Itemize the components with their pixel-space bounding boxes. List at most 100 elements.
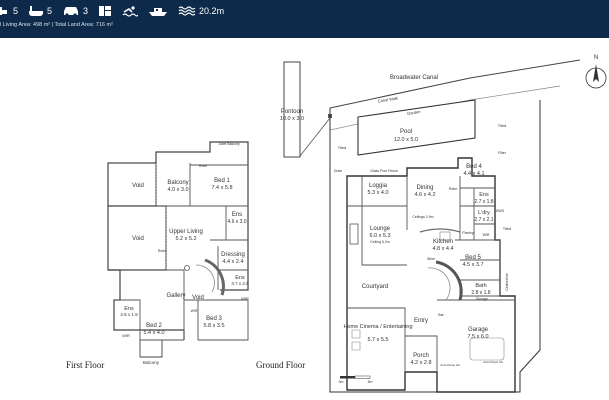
room-bed2: Bed 2 bbox=[146, 323, 162, 329]
cars-feature: 3 bbox=[62, 5, 88, 17]
room-bed5: Bed 5 bbox=[465, 255, 481, 261]
house-icon bbox=[99, 6, 112, 16]
room-pontoon-dim: 10.0 x 3.0 bbox=[280, 116, 304, 122]
room-dining: Dining bbox=[416, 185, 433, 191]
room-laundry-dim: 2.7 x 2.1 bbox=[474, 217, 493, 223]
room-entry: Entry bbox=[414, 318, 428, 324]
room-kitchen-dim: 4.8 x 4.4 bbox=[432, 246, 453, 252]
label-canal-walk: Canal Walk bbox=[377, 95, 398, 103]
label-tiled-c: Tiled bbox=[503, 226, 512, 231]
room-upper-living: Upper Living bbox=[169, 229, 203, 235]
label-pool-fence: Glass Pool Fence bbox=[370, 169, 398, 173]
label-hws: HWS bbox=[496, 209, 505, 213]
room-lounge-dim: 6.0 x 5.3 bbox=[369, 233, 390, 239]
room-ens1-dim: 4.6 x 3.0 bbox=[227, 219, 246, 225]
bath-icon bbox=[29, 6, 44, 16]
room-lounge: Lounge bbox=[370, 226, 391, 232]
label-ceilings: Ceilings 2.9m bbox=[412, 215, 433, 219]
room-balcony-rear: Balcony bbox=[143, 360, 160, 365]
ground-floor-caption: Ground Floor bbox=[256, 360, 306, 370]
label-tiled-a: Tiled bbox=[498, 123, 507, 128]
north-label: N bbox=[594, 55, 598, 61]
label-clothesline: Clothesline bbox=[505, 273, 509, 290]
ground-floor-plan: N Pontoon 10.0 x 3.0 Pool 12.0 x 5.0 Log… bbox=[280, 55, 607, 393]
room-upper-living-dim: 5.2 x 5.2 bbox=[175, 236, 196, 242]
rear-balcony bbox=[139, 340, 163, 358]
bed-icon bbox=[0, 7, 7, 15]
room-bath-dim: 2.8 x 1.8 bbox=[471, 290, 490, 296]
label-auto-panel-lift: Auto Panel Lift bbox=[483, 360, 503, 364]
label-wir3: WIR bbox=[191, 309, 198, 313]
room-bed3: Bed 3 bbox=[206, 316, 222, 322]
room-cinema: Home Cinema / Entertaining bbox=[343, 324, 412, 330]
room-ens3: Ens bbox=[124, 306, 134, 312]
scale-bar bbox=[340, 375, 371, 379]
boat-icon bbox=[149, 8, 168, 16]
label-tiled-b: Tiled bbox=[338, 145, 347, 150]
swimmer-icon bbox=[122, 6, 139, 17]
pool bbox=[357, 99, 476, 156]
label-drain: Drain bbox=[334, 169, 342, 173]
label-ceiling-lounge: Ceiling 6.2m bbox=[370, 240, 390, 244]
room-bath: Bath bbox=[475, 283, 486, 289]
room-bed3-dim: 5.8 x 3.5 bbox=[203, 323, 224, 329]
header-bar: 5 5 3 20.2m l Living Area: 498 m² | Tota… bbox=[0, 0, 609, 38]
car-icon bbox=[64, 7, 79, 17]
room-balcony: Balcony bbox=[167, 180, 188, 186]
void-a bbox=[107, 162, 157, 207]
room-courtyard: Courtyard bbox=[362, 284, 388, 290]
label-bar: Bar bbox=[438, 313, 444, 317]
label-pantry: Pantry bbox=[462, 230, 474, 235]
room-pontoon: Pontoon bbox=[281, 109, 303, 115]
room-ens2-dim: 3.7 x 2.6 bbox=[231, 281, 249, 286]
room-porch-dim: 4.2 x 2.8 bbox=[410, 360, 431, 366]
room-garage: Garage bbox=[468, 327, 489, 333]
void-b bbox=[107, 205, 167, 271]
label-robe1: Robe bbox=[199, 164, 207, 168]
label-juliet-balcony: Juliet Balcony bbox=[218, 142, 240, 146]
label-scale-0: 0m bbox=[339, 380, 344, 384]
label-canal: Broadwater Canal bbox=[390, 75, 438, 81]
room-bed1-dim: 7.4 x 5.8 bbox=[211, 185, 232, 191]
label-scale-5: 5m bbox=[368, 380, 373, 384]
label-auto-panel-lift-2: Auto Panel Lift bbox=[440, 363, 460, 367]
room-kitchen: Kitchen bbox=[433, 239, 453, 245]
bathrooms-feature: 5 bbox=[28, 5, 52, 17]
room-ens1: Ens bbox=[232, 212, 242, 218]
room-bed5-dim: 4.5 x 3.7 bbox=[462, 262, 483, 268]
pool-feature bbox=[122, 5, 139, 17]
room-gallery: Gallery bbox=[166, 293, 185, 299]
room-cinema-dim: 5.7 x 5.5 bbox=[367, 337, 388, 343]
room-bed2-dim: 5.4 x 4.0 bbox=[143, 330, 164, 336]
water-feature: 20.2m bbox=[178, 5, 224, 17]
house-feature bbox=[98, 5, 112, 17]
feature-row: 5 5 3 20.2m bbox=[0, 3, 234, 19]
first-floor-caption: First Floor bbox=[66, 360, 105, 370]
room-bed1: Bed 1 bbox=[214, 178, 230, 184]
room-void-b: Void bbox=[132, 236, 144, 242]
area-summary: l Living Area: 498 m² | Total Land Area:… bbox=[0, 22, 113, 28]
room-pool-dim: 12.0 x 5.0 bbox=[394, 137, 418, 143]
bedrooms-count: 5 bbox=[13, 6, 19, 16]
pontoon bbox=[283, 61, 301, 158]
label-wine: Wine bbox=[427, 257, 435, 261]
room-laundry: L'dry bbox=[478, 210, 490, 216]
label-robe-g: Robe bbox=[449, 187, 457, 191]
room-bed4: Bed 4 bbox=[466, 164, 482, 170]
room-ens3-dim: 2.6 x 1.9 bbox=[120, 312, 138, 317]
property-boundary bbox=[329, 100, 541, 393]
room-garage-dim: 7.5 x 6.0 bbox=[467, 334, 488, 340]
water-distance: 20.2m bbox=[199, 6, 225, 16]
room-void-a: Void bbox=[132, 183, 144, 189]
label-robe2: Robe bbox=[158, 249, 166, 253]
room-balcony-dim: 4.0 x 3.0 bbox=[167, 187, 188, 193]
room-porch: Porch bbox=[413, 353, 429, 359]
room-ens2: Ens bbox=[235, 275, 245, 281]
label-wir2: WIR bbox=[122, 333, 130, 338]
floor-plan: Bed 1 7.4 x 5.8 Balcony 4.0 x 3.0 Void V… bbox=[107, 55, 607, 393]
label-wir-g: WIR bbox=[483, 233, 490, 237]
room-dressing-dim: 4.4 x 2.4 bbox=[222, 259, 243, 265]
canal-boundary bbox=[329, 59, 581, 109]
label-filter: Filter bbox=[498, 151, 507, 155]
label-garden: Garden bbox=[407, 109, 421, 116]
